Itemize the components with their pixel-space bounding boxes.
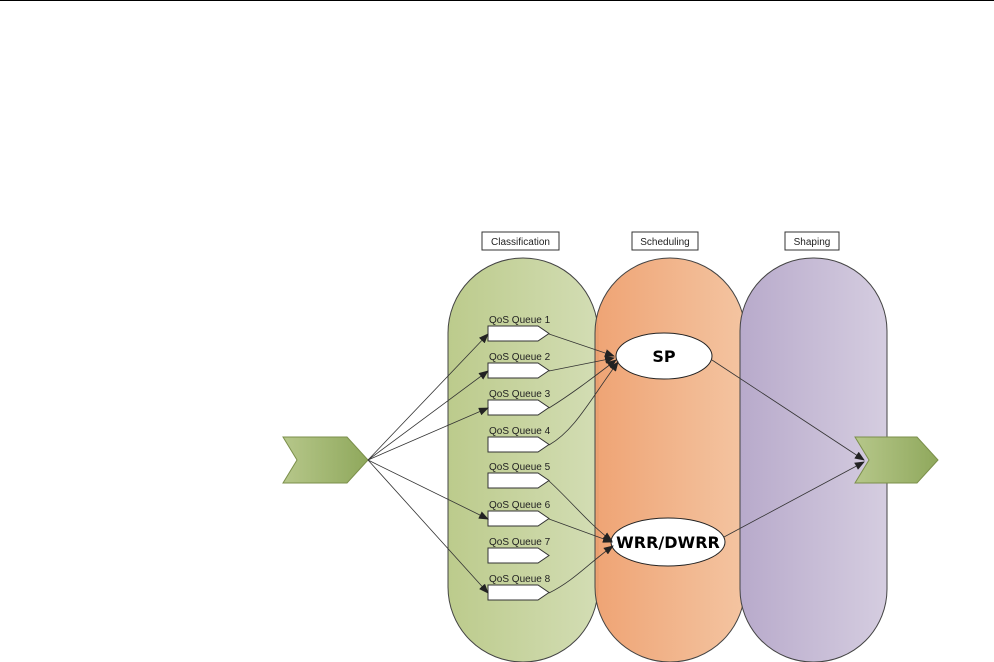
- queue-6: QoS Queue 6: [488, 500, 551, 526]
- queue-label: QoS Queue 5: [489, 462, 551, 473]
- queue-1: QoS Queue 1: [488, 315, 551, 341]
- queue-shape: [488, 511, 549, 526]
- input-arrow: [283, 437, 368, 483]
- scheduling-header-text: Scheduling: [640, 237, 689, 248]
- queue-label: QoS Queue 7: [489, 537, 551, 548]
- queue-label: QoS Queue 2: [489, 352, 551, 363]
- queue-label: QoS Queue 4: [489, 426, 551, 437]
- wrr-scheduler: WRR/DWRR: [611, 518, 725, 566]
- queue-label: QoS Queue 3: [489, 389, 551, 400]
- shaping-header: Shaping: [785, 232, 839, 250]
- sp-scheduler: SP: [616, 333, 712, 379]
- queue-8: QoS Queue 8: [488, 574, 551, 600]
- scheduling-header: Scheduling: [632, 232, 698, 250]
- queue-2: QoS Queue 2: [488, 352, 551, 378]
- queue-shape: [488, 326, 549, 341]
- queue-5: QoS Queue 5: [488, 462, 551, 488]
- queue-label: QoS Queue 1: [489, 315, 551, 326]
- queue-shape: [488, 400, 549, 415]
- queue-label: QoS Queue 8: [489, 574, 551, 585]
- shaping-header-text: Shaping: [794, 237, 831, 248]
- scheduling-column: [595, 258, 745, 662]
- queue-shape: [488, 585, 549, 600]
- classification-header-text: Classification: [491, 237, 550, 248]
- classification-header: Classification: [482, 232, 559, 250]
- queue-7: QoS Queue 7: [488, 537, 551, 563]
- queue-shape: [488, 473, 549, 488]
- queue-3: QoS Queue 3: [488, 389, 551, 415]
- sp-label: SP: [652, 347, 676, 366]
- queue-shape: [488, 363, 549, 378]
- queue-4: QoS Queue 4: [488, 426, 551, 452]
- queue-shape: [488, 437, 549, 452]
- queue-label: QoS Queue 6: [489, 500, 551, 511]
- queue-shape: [488, 548, 549, 563]
- shaping-column: [740, 258, 887, 662]
- wrr-label: WRR/DWRR: [616, 533, 720, 552]
